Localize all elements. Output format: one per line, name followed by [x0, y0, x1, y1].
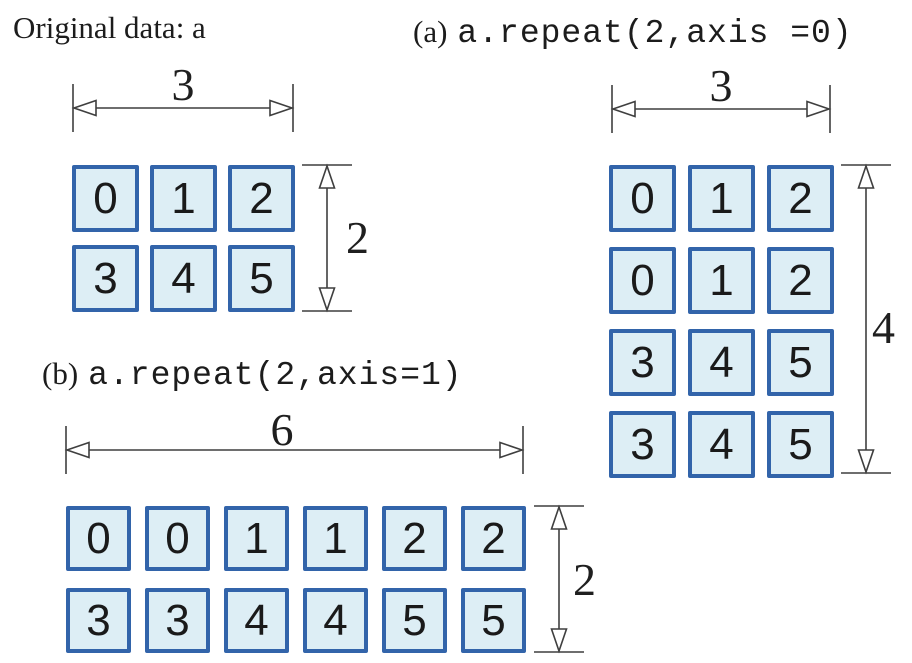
grid-cell: 5	[228, 245, 295, 312]
title-b-prefix: (b)	[42, 356, 79, 391]
grid-cell: 1	[303, 506, 368, 571]
grid-cell: 5	[461, 588, 526, 653]
grid-cell: 5	[767, 411, 834, 478]
b-height-dimension-arrow	[534, 504, 584, 654]
grid-cell: 1	[688, 247, 755, 314]
original-width-dimension-arrow	[71, 84, 295, 132]
grid-cell: 4	[224, 588, 289, 653]
grid-cell: 4	[150, 245, 217, 312]
title-a-prefix: (a)	[413, 14, 448, 49]
grid-cell: 5	[767, 329, 834, 396]
grid-cell: 3	[145, 588, 210, 653]
grid-cell: 1	[688, 165, 755, 232]
grid-cell: 1	[150, 165, 217, 232]
title-a-code: a.repeat(2,axis =0)	[457, 15, 853, 52]
title-b-code: a.repeat(2,axis=1)	[88, 357, 463, 394]
grid-cell: 1	[224, 506, 289, 571]
grid-cell: 2	[382, 506, 447, 571]
grid-cell: 3	[66, 588, 131, 653]
title-a: (a) a.repeat(2,axis =0)	[413, 14, 853, 56]
grid-cell: 4	[303, 588, 368, 653]
grid-cell: 2	[767, 247, 834, 314]
a-width-dimension-arrow	[610, 85, 832, 133]
original-data-title: Original data: a	[13, 10, 206, 45]
original-height-dimension-arrow	[302, 163, 352, 313]
grid-cell: 3	[72, 245, 139, 312]
grid-cell: 0	[66, 506, 131, 571]
grid-cell: 2	[461, 506, 526, 571]
title-b: (b) a.repeat(2,axis=1)	[42, 356, 463, 398]
b-width-dimension-label: 6	[270, 404, 294, 455]
grid-cell: 0	[72, 165, 139, 232]
grid-cell: 4	[688, 329, 755, 396]
grid-cell: 2	[228, 165, 295, 232]
grid-cell: 3	[609, 329, 676, 396]
b-height-dimension-label: 2	[573, 554, 596, 605]
b-width-dimension-arrow	[64, 426, 525, 474]
grid-cell: 4	[688, 411, 755, 478]
a-height-dimension-arrow	[841, 163, 891, 475]
grid-cell: 2	[767, 165, 834, 232]
grid-cell: 0	[145, 506, 210, 571]
a-width-dimension-label: 3	[709, 60, 733, 111]
a-height-dimension-label: 4	[872, 302, 895, 353]
grid-cell: 3	[609, 411, 676, 478]
grid-cell: 5	[382, 588, 447, 653]
grid-cell: 0	[609, 165, 676, 232]
original-width-dimension-label: 3	[171, 59, 195, 110]
original-height-dimension-label: 2	[346, 212, 369, 263]
grid-cell: 0	[609, 247, 676, 314]
